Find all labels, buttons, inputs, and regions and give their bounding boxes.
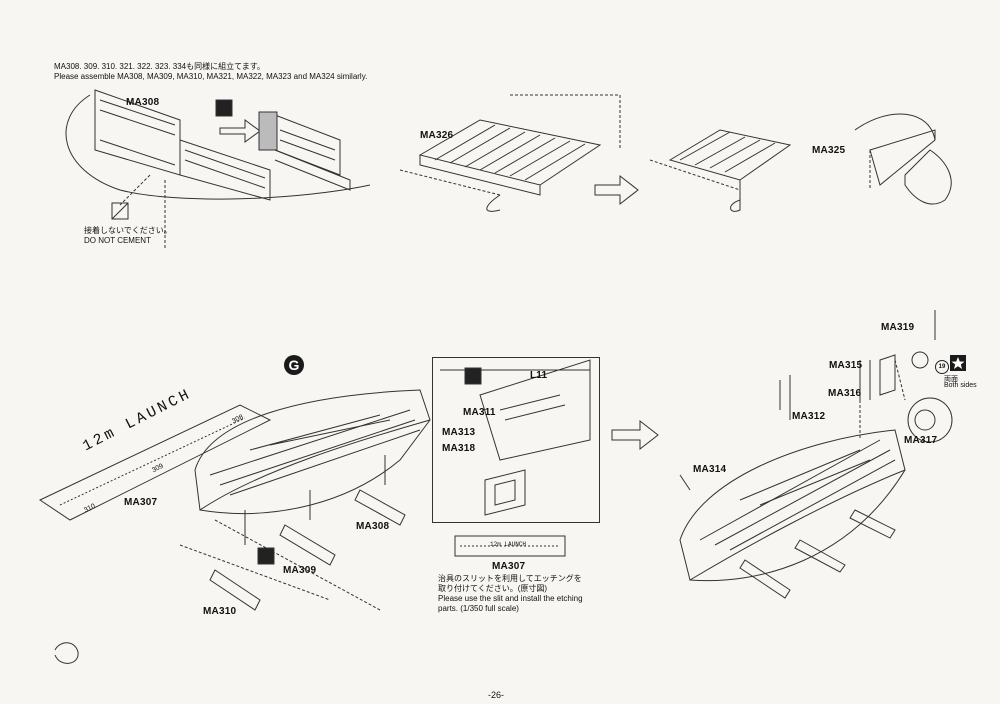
- assembly-note-jp: MA308. 309. 310. 321. 322. 323. 334も同様に組…: [54, 62, 265, 71]
- do-not-cement-jp: 接着しないでください。: [84, 226, 172, 235]
- label-ma310: MA310: [203, 606, 237, 617]
- jig-note-jp2: 取り付けてください。(原寸図): [438, 584, 548, 593]
- step-badge: G: [284, 355, 304, 375]
- jig-note-en2: parts. (1/350 full scale): [438, 604, 519, 613]
- label-ma307-left: MA307: [124, 497, 158, 508]
- both-sides-number: 19: [935, 360, 949, 374]
- jig-launch-text: 12m LAUNCH: [490, 541, 527, 548]
- label-ma313: MA313: [442, 427, 476, 438]
- both-sides-en: Both sides: [944, 382, 977, 389]
- label-ma317: MA317: [904, 435, 938, 446]
- label-ma319: MA319: [881, 322, 915, 333]
- label-ma325: MA325: [812, 145, 846, 156]
- do-not-cement-en: DO NOT CEMENT: [84, 236, 151, 245]
- label-ma312: MA312: [792, 411, 826, 422]
- assembly-note-en: Please assemble MA308, MA309, MA310, MA3…: [54, 72, 368, 81]
- detail-inset-box: [432, 357, 600, 523]
- label-l11: L11: [530, 370, 548, 381]
- label-ma309: MA309: [283, 565, 317, 576]
- star-icon: [950, 355, 966, 371]
- label-ma308-top: MA308: [126, 97, 160, 108]
- label-ma308-mid: MA308: [356, 521, 390, 532]
- both-sides-jp: 両面: [944, 376, 958, 383]
- label-ma315: MA315: [829, 360, 863, 371]
- label-ma316: MA316: [828, 388, 862, 399]
- jig-note-jp1: 治具のスリットを利用してエッチングを: [438, 574, 582, 583]
- page-number: -26-: [488, 690, 505, 700]
- label-ma326: MA326: [420, 130, 454, 141]
- jig-note-en1: Please use the slit and install the etch…: [438, 594, 583, 603]
- label-ma318: MA318: [442, 443, 476, 454]
- label-ma314: MA314: [693, 464, 727, 475]
- label-ma307-jig: MA307: [492, 561, 526, 572]
- label-ma311: MA311: [463, 407, 496, 418]
